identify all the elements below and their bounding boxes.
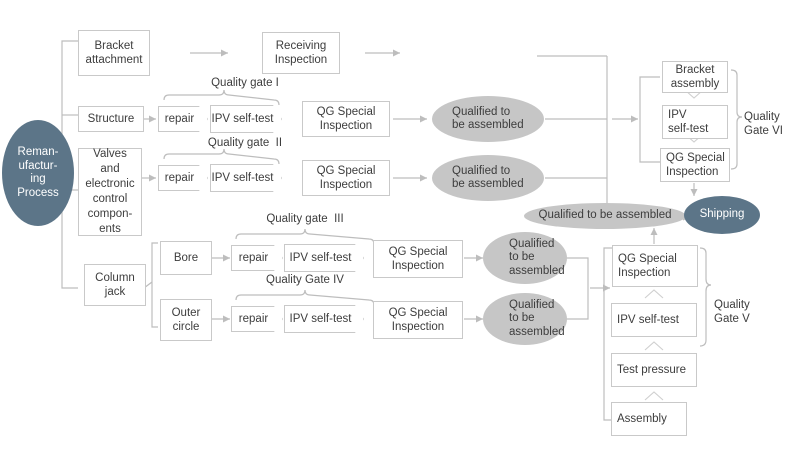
node-structure-qg-label: QG Special Inspection	[316, 106, 376, 132]
node-bore-repair-label: repair	[238, 252, 269, 264]
qualified-ellipse-wide[interactable]: Qualified to be assembled	[524, 203, 686, 229]
node-column-jack[interactable]: Column jack	[84, 264, 146, 306]
node-valves-electronic-control-components[interactable]: Valves and electronic control compon- en…	[78, 148, 142, 236]
node-outer-qg-special-inspection[interactable]: QG Special Inspection	[373, 301, 463, 339]
node-bracket-attachment[interactable]: Bracket attachment	[78, 30, 150, 76]
gate-label-1: Quality gate I	[211, 77, 279, 89]
qualified-ellipse-row-structure[interactable]: Qualified to be assembled	[432, 96, 544, 142]
node-bore-qg-label: QG Special Inspection	[388, 246, 448, 272]
qualified-ellipse-row-valves-label: Qualified to be assembled	[452, 164, 524, 191]
node-gate5-qg-label: QG Special Inspection	[618, 253, 677, 279]
node-structure-qg-special-inspection[interactable]: QG Special Inspection	[302, 101, 390, 137]
qualified-ellipse-row-outer-circle-label: Qualified to be assembled	[509, 298, 565, 338]
node-valves-qg-special-inspection[interactable]: QG Special Inspection	[302, 160, 390, 196]
end-node-shipping-label: Shipping	[699, 208, 745, 221]
node-valves-qg-label: QG Special Inspection	[316, 165, 376, 191]
node-gate5-test-pressure[interactable]: Test pressure	[611, 353, 697, 387]
node-gate6-qg-special-inspection[interactable]: QG Special Inspection	[660, 148, 730, 182]
node-bore-qg-special-inspection[interactable]: QG Special Inspection	[373, 240, 463, 278]
start-node-label: Reman- ufactur- ing Process	[17, 146, 59, 199]
lower-merge-connector	[565, 257, 589, 320]
node-structure-repair-label: repair	[164, 113, 195, 125]
node-gate5-test-pressure-label: Test pressure	[617, 364, 687, 376]
column-jack-brace	[143, 242, 158, 328]
node-outer-repair-label: repair	[238, 313, 269, 325]
node-gate5-assembly-label: Assembly	[617, 413, 667, 425]
node-structure[interactable]: Structure	[78, 106, 144, 132]
qualified-ellipse-row-bore[interactable]: Qualified to be assembled	[483, 232, 567, 284]
node-valves-ipv-self-test[interactable]: IPV self-test	[210, 164, 282, 192]
gate-label-6: Quality Gate VI	[744, 111, 783, 137]
node-bore-ipv-label: IPV self-test	[289, 252, 352, 264]
gate-label-3: Quality gate III	[266, 213, 344, 225]
node-receiving-inspection-label: Receiving Inspection	[274, 40, 328, 66]
qualified-ellipse-row-outer-circle[interactable]: Qualified to be assembled	[483, 293, 567, 345]
node-outer-qg-label: QG Special Inspection	[388, 307, 448, 333]
node-bracket-assembly-label: Bracket assembly	[670, 64, 720, 90]
node-gate5-assembly[interactable]: Assembly	[611, 402, 687, 436]
qualified-ellipse-row-bore-label: Qualified to be assembled	[509, 237, 565, 277]
node-structure-ipv-label: IPV self-test	[211, 113, 274, 125]
gate-label-4: Quality Gate IV	[266, 274, 344, 286]
node-receiving-inspection[interactable]: Receiving Inspection	[262, 32, 340, 74]
node-bore-ipv-self-test[interactable]: IPV self-test	[284, 244, 364, 272]
node-gate6-ipv-self-test[interactable]: IPV self-test	[662, 105, 728, 139]
node-valves-ipv-label: IPV self-test	[211, 172, 274, 184]
node-structure-repair[interactable]: repair	[158, 106, 208, 132]
node-bracket-assembly[interactable]: Bracket assembly	[662, 61, 728, 93]
node-gate6-ipv-label: IPV self-test	[668, 109, 709, 135]
start-node-remanufacturing-process[interactable]: Reman- ufactur- ing Process	[2, 120, 74, 226]
node-valves-label: Valves and electronic control compon- en…	[85, 148, 135, 235]
gate-label-2: Quality gate II	[207, 137, 283, 149]
node-structure-ipv-self-test[interactable]: IPV self-test	[210, 105, 282, 133]
node-outer-ipv-label: IPV self-test	[289, 313, 352, 325]
node-structure-label: Structure	[87, 113, 135, 125]
node-gate6-qg-label: QG Special Inspection	[666, 152, 725, 178]
node-outer-ipv-self-test[interactable]: IPV self-test	[284, 305, 364, 333]
node-bore[interactable]: Bore	[160, 241, 212, 275]
node-bracket-attachment-label: Bracket attachment	[85, 40, 143, 66]
node-bore-repair[interactable]: repair	[231, 245, 283, 271]
node-outer-repair[interactable]: repair	[231, 306, 283, 332]
gate-label-5: Quality Gate V	[714, 299, 750, 325]
node-gate5-ipv-label: IPV self-test	[617, 314, 679, 326]
node-valves-repair-label: repair	[164, 172, 195, 184]
upper-merge-connector	[537, 55, 608, 214]
node-bore-label: Bore	[173, 252, 199, 264]
qualified-ellipse-row-structure-label: Qualified to be assembled	[452, 105, 524, 132]
node-outer-circle[interactable]: Outer circle	[160, 299, 212, 341]
end-node-shipping[interactable]: Shipping	[684, 196, 760, 234]
node-outer-circle-label: Outer circle	[171, 307, 201, 333]
node-valves-repair[interactable]: repair	[158, 165, 208, 191]
qualified-ellipse-row-valves[interactable]: Qualified to be assembled	[432, 155, 544, 201]
node-column-jack-label: Column jack	[95, 272, 135, 298]
qualified-ellipse-wide-label: Qualified to be assembled	[538, 209, 672, 222]
node-gate5-qg-special-inspection[interactable]: QG Special Inspection	[612, 245, 698, 287]
node-gate5-ipv-self-test[interactable]: IPV self-test	[611, 303, 697, 337]
